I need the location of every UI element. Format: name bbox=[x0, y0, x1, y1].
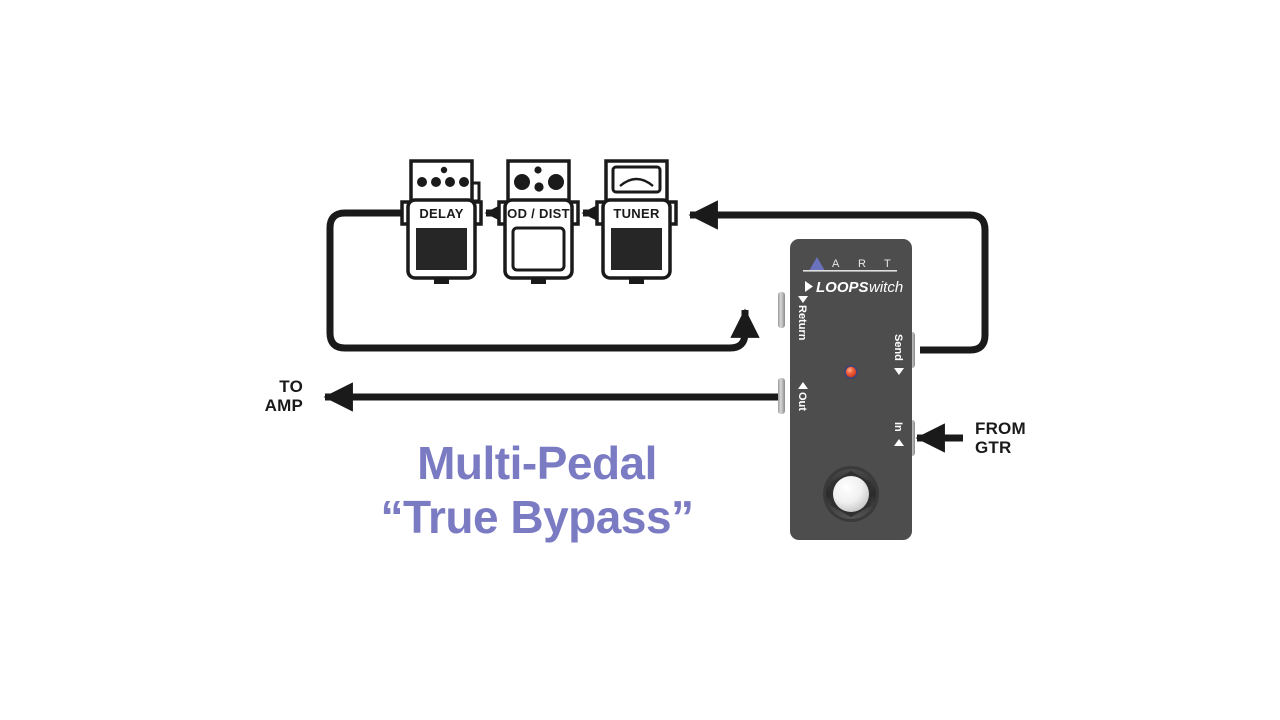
brand-letter-r: R bbox=[858, 258, 867, 270]
from-gtr-line1: FROM bbox=[975, 419, 1026, 438]
model-triangle-icon bbox=[805, 281, 813, 292]
brand-letter-t: T bbox=[884, 258, 892, 270]
from-gtr-label: FROM GTR bbox=[975, 419, 1026, 457]
cable-delay-to-return bbox=[326, 209, 760, 352]
label-in: In bbox=[892, 422, 904, 432]
art-brand-logo: A R T bbox=[803, 257, 897, 272]
to-amp-label: TO AMP bbox=[265, 377, 303, 415]
delay-footplate[interactable] bbox=[416, 228, 467, 270]
jack-out[interactable] bbox=[778, 378, 785, 414]
delay-knob-4[interactable] bbox=[459, 177, 469, 187]
delay-knob-3[interactable] bbox=[445, 177, 455, 187]
return-marker-icon bbox=[798, 296, 808, 303]
label-return: Return bbox=[796, 305, 808, 341]
out-marker-icon bbox=[798, 382, 808, 389]
tuner-foot-nub bbox=[629, 278, 644, 284]
status-led bbox=[844, 365, 858, 379]
label-in-group: In bbox=[892, 422, 904, 446]
od-knob-drive[interactable] bbox=[534, 182, 544, 192]
model-name-light: witch bbox=[869, 279, 903, 296]
pedal-tuner[interactable]: TUNER bbox=[595, 159, 678, 284]
delay-name-label: DELAY bbox=[419, 206, 463, 221]
od-knob-level[interactable] bbox=[514, 174, 530, 190]
footswitch[interactable] bbox=[823, 466, 879, 522]
title-line-1: Multi-Pedal bbox=[417, 437, 657, 489]
od-foot-nub bbox=[531, 278, 546, 284]
od-footplate[interactable] bbox=[511, 226, 566, 272]
from-gtr-line2: GTR bbox=[975, 438, 1011, 457]
cable-send-to-tuner bbox=[688, 200, 989, 354]
delay-foot-nub bbox=[434, 278, 449, 284]
label-return-group: Return bbox=[796, 296, 808, 341]
art-triangle-icon bbox=[809, 257, 825, 271]
model-name-bold: LOOPS bbox=[816, 279, 869, 296]
loopswitch-model-name: LOOPS witch bbox=[805, 279, 903, 296]
label-send-group: Send bbox=[892, 334, 904, 375]
delay-knob-2[interactable] bbox=[431, 177, 441, 187]
to-amp-line1: TO bbox=[279, 377, 303, 396]
od-knob-tone[interactable] bbox=[548, 174, 564, 190]
tuner-footplate[interactable] bbox=[611, 228, 662, 270]
art-underline bbox=[803, 270, 897, 272]
label-out: Out bbox=[796, 392, 808, 411]
to-amp-line2: AMP bbox=[265, 396, 303, 415]
pedal-od-dist[interactable]: OD / DIST bbox=[497, 159, 580, 284]
jack-return[interactable] bbox=[778, 292, 785, 328]
footswitch-button[interactable] bbox=[833, 476, 869, 512]
send-marker-icon bbox=[894, 368, 904, 375]
od-name-label: OD / DIST bbox=[507, 206, 570, 221]
diagram-title: Multi-Pedal “True Bypass” bbox=[380, 437, 694, 543]
delay-indicator-dot bbox=[440, 166, 448, 174]
label-out-group: Out bbox=[796, 382, 808, 411]
pedal-delay[interactable]: DELAY bbox=[400, 159, 483, 284]
brand-letter-a: A bbox=[832, 258, 840, 270]
tuner-meter-arc bbox=[619, 177, 654, 187]
title-line-2: “True Bypass” bbox=[380, 491, 693, 543]
label-send: Send bbox=[892, 334, 904, 361]
in-marker-icon bbox=[894, 439, 904, 446]
loopswitch-pedal[interactable]: A R T LOOPS witch Return Out bbox=[778, 239, 915, 540]
tuner-name-label: TUNER bbox=[613, 206, 660, 221]
od-indicator-dot bbox=[534, 166, 542, 174]
loopswitch-body bbox=[790, 239, 912, 540]
delay-knob-1[interactable] bbox=[417, 177, 427, 187]
